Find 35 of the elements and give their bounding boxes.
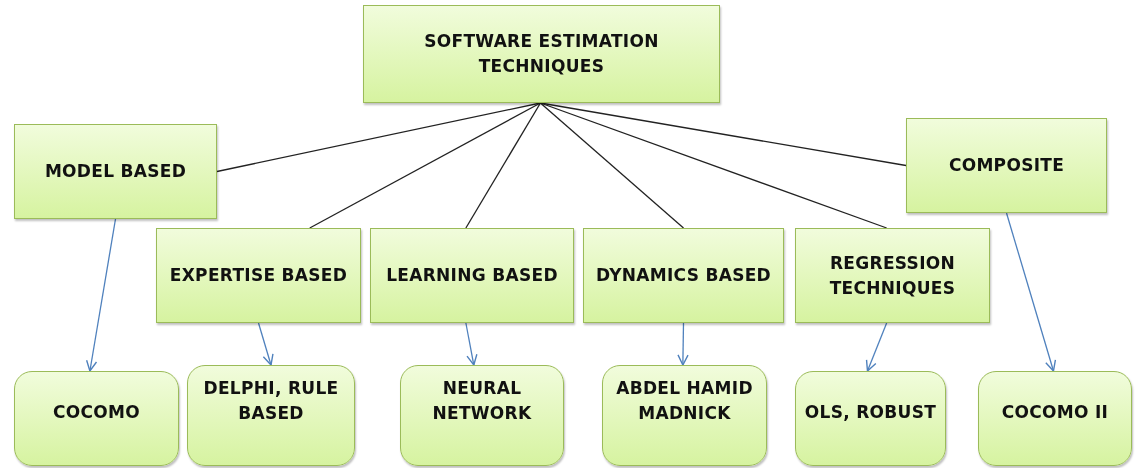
rounded-box bbox=[400, 365, 564, 466]
arrow bbox=[677, 322, 689, 366]
category-box bbox=[583, 228, 784, 323]
arrow bbox=[865, 322, 888, 372]
arrow bbox=[257, 322, 274, 366]
category-box bbox=[156, 228, 361, 323]
category-box bbox=[906, 118, 1107, 213]
rounded-box bbox=[14, 371, 179, 466]
box-label: COCOMO II bbox=[1001, 401, 1109, 424]
rounded-box bbox=[795, 371, 946, 466]
box-label: REGRESSION TECHNIQUES bbox=[828, 251, 957, 300]
category-box bbox=[14, 124, 217, 219]
box-label: DELPHI, RULE BASED bbox=[202, 377, 340, 425]
rounded-box bbox=[978, 371, 1132, 466]
arrow bbox=[465, 322, 478, 366]
box-label: EXPERTISE BASED bbox=[169, 264, 348, 287]
arrow bbox=[1005, 212, 1057, 372]
box-label: NEURAL NETWORK bbox=[431, 377, 533, 425]
box-label: COMPOSITE bbox=[948, 154, 1065, 177]
category-box bbox=[370, 228, 574, 323]
rounded-box bbox=[187, 365, 355, 466]
connector-line bbox=[465, 102, 542, 229]
box-label: DYNAMICS BASED bbox=[595, 264, 771, 287]
box-label: COCOMO bbox=[53, 401, 140, 424]
connector-line bbox=[309, 102, 542, 229]
box-label: SOFTWARE ESTIMATION TECHNIQUES bbox=[423, 30, 660, 78]
box-label: MODEL BASED bbox=[44, 160, 187, 183]
box-label: OLS, ROBUST bbox=[804, 401, 937, 424]
connector-line bbox=[539, 102, 685, 229]
category-box bbox=[363, 5, 720, 103]
rounded-box bbox=[602, 365, 767, 466]
box-label: LEARNING BASED bbox=[386, 264, 558, 287]
box-label: ABDEL HAMID MADNICK bbox=[615, 377, 754, 425]
arrow bbox=[85, 218, 117, 372]
category-box bbox=[795, 228, 990, 323]
